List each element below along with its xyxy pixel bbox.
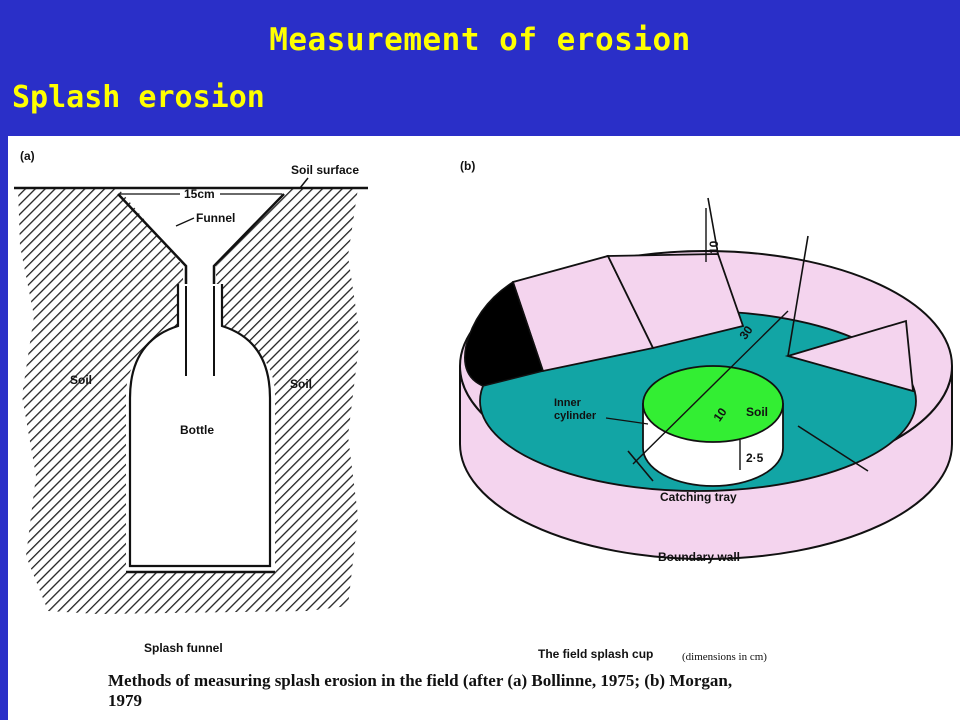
funnel-width-label: 15cm (184, 187, 215, 201)
inner-cylinder-leader (605, 417, 649, 425)
soil-right-label: Soil (290, 377, 312, 391)
figure-panel: (a) Soil surface 15cm Funnel Soil Soil B… (8, 136, 960, 720)
bottle-outline (128, 284, 272, 568)
divider-1 (627, 450, 654, 482)
slide-title: Measurement of erosion (269, 22, 691, 58)
units-note: (dimensions in cm) (682, 651, 767, 663)
caption-line-1: Methods of measuring splash erosion in t… (108, 671, 733, 690)
tray-diameter-dim-line (632, 310, 789, 465)
splash-funnel-title: Splash funnel (144, 641, 223, 655)
splash-cup-title: The field splash cup (538, 647, 653, 661)
wall-height-label: 10 (707, 240, 721, 254)
catching-tray-label: Catching tray (660, 490, 737, 504)
soil-surface-leader (299, 177, 309, 189)
splash-diagram: (a) Soil surface 15cm Funnel Soil Soil B… (14, 149, 953, 663)
slide-subtitle: Splash erosion (12, 80, 265, 115)
divider-2 (797, 425, 869, 472)
caption-line-2: 1979 (108, 691, 142, 710)
bottle-neck (185, 286, 215, 376)
figure-caption: Methods of measuring splash erosion in t… (108, 671, 948, 711)
figure-b-tag: (b) (460, 159, 475, 173)
splash-cup-diagram: (b) 10 30 (459, 159, 953, 663)
soil-left-label: Soil (70, 373, 92, 387)
soil-label: Soil (746, 405, 768, 419)
funnel-label: Funnel (196, 211, 235, 225)
soil-surface-label: Soil surface (291, 163, 359, 177)
wall-shadow (464, 280, 544, 387)
divider-4 (787, 235, 809, 357)
figure-a-tag: (a) (20, 149, 35, 163)
cylinder-height-label: 2·5 (746, 451, 764, 465)
boundary-wall-label: Boundary wall (658, 550, 740, 564)
splash-funnel-diagram: (a) Soil surface 15cm Funnel Soil Soil B… (14, 149, 368, 655)
divider-3 (707, 197, 719, 255)
wall-inner-face-upper (606, 253, 745, 350)
bottle-label: Bottle (180, 423, 214, 437)
soil-hatching (18, 188, 360, 614)
funnel-leader (175, 217, 195, 227)
inner-cylinder-label-line1: Inner (554, 397, 582, 409)
inner-cylinder-label-line2: cylinder (554, 410, 597, 422)
wall-inner-face-right (784, 319, 915, 393)
soil-disc (642, 365, 784, 443)
